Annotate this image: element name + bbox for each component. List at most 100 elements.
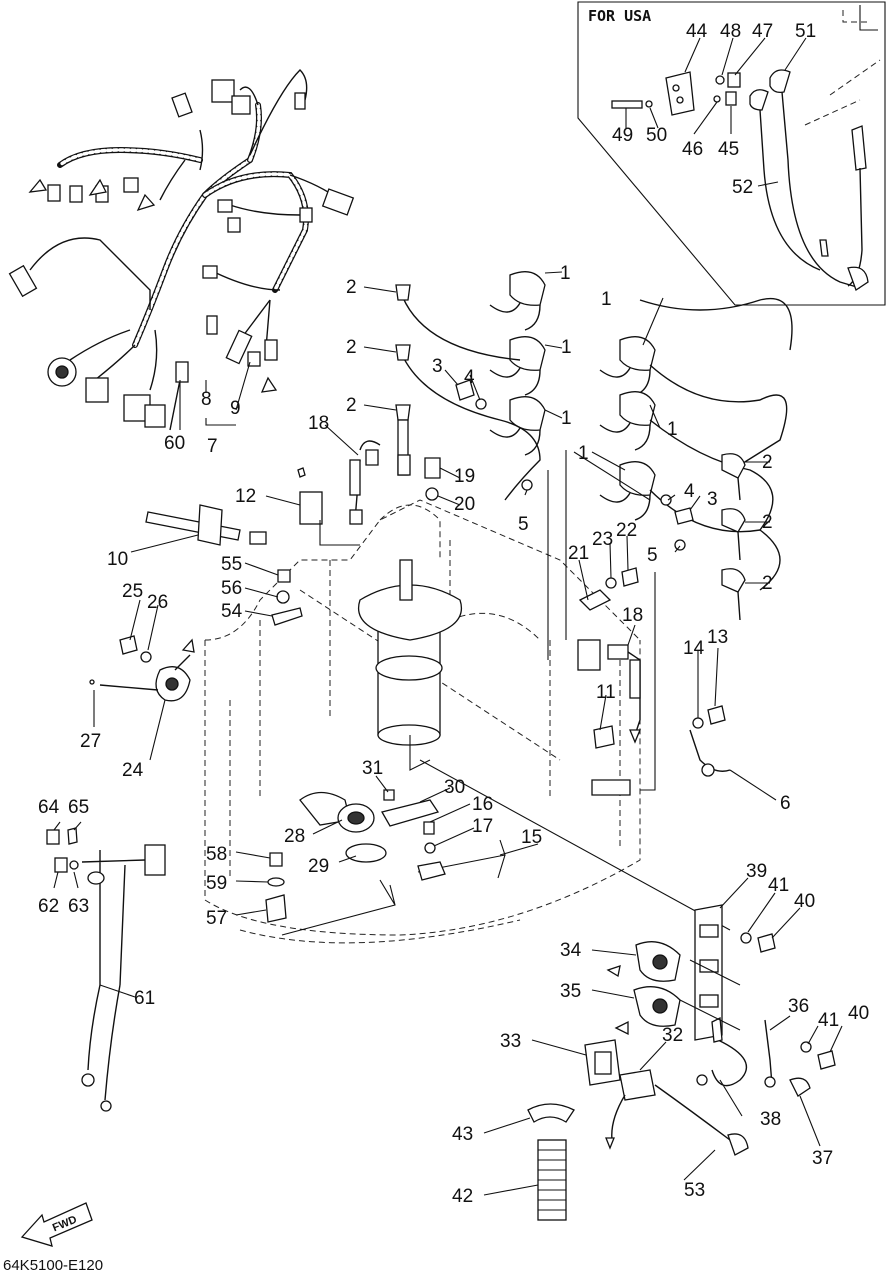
callout-2: 2 [346, 337, 357, 358]
misc-parts [46, 284, 731, 1112]
callout-38: 38 [760, 1109, 781, 1130]
callout-47: 47 [752, 21, 773, 42]
callout-64: 64 [38, 797, 60, 818]
callout-55: 55 [221, 554, 242, 575]
callout-34: 34 [560, 940, 582, 961]
callout-60: 60 [164, 433, 185, 454]
callout-42: 42 [452, 1186, 473, 1207]
callout-2: 2 [762, 452, 773, 473]
callout-4: 4 [464, 367, 475, 388]
relay-assembly [527, 904, 836, 1221]
wire-harness [8, 69, 355, 431]
callout-30: 30 [444, 777, 465, 798]
callout-1: 1 [561, 337, 572, 358]
callout-5: 5 [518, 514, 529, 535]
callout-18: 18 [622, 605, 643, 626]
bracket-44 [665, 71, 695, 116]
inset-border [577, 1, 886, 306]
callout-2: 2 [346, 277, 357, 298]
callout-2: 2 [346, 395, 357, 416]
callout-40: 40 [794, 891, 815, 912]
callout-14: 14 [683, 638, 705, 659]
ignition-coils [399, 271, 793, 621]
callout-58: 58 [206, 844, 227, 865]
callout-10: 10 [107, 549, 128, 570]
callout-46: 46 [682, 139, 703, 160]
callout-59: 59 [206, 873, 227, 894]
callout-41: 41 [818, 1010, 839, 1031]
inset-title: FOR USA [588, 7, 651, 25]
ignition-coil [489, 336, 546, 396]
callout-numbers: 1 1 1 1 1 1 2 2 2 2 2 2 3 3 4 4 5 5 6 7 … [38, 21, 869, 1207]
callout-45: 45 [718, 139, 739, 160]
callout-3: 3 [707, 489, 718, 510]
callout-6: 6 [780, 793, 791, 814]
callout-65: 65 [68, 797, 89, 818]
callout-37: 37 [812, 1148, 833, 1169]
usa-inset: FOR USA [577, 1, 886, 306]
callout-12: 12 [235, 486, 256, 507]
callout-16: 16 [472, 794, 493, 815]
callout-17: 17 [472, 816, 493, 837]
callout-57: 57 [206, 908, 227, 929]
ignition-coil [489, 271, 546, 331]
callout-32: 32 [662, 1025, 683, 1046]
callout-4: 4 [684, 481, 695, 502]
callout-48: 48 [720, 21, 741, 42]
callout-39: 39 [746, 861, 767, 882]
callout-2: 2 [762, 512, 773, 533]
callout-35: 35 [560, 981, 581, 1002]
callout-19: 19 [454, 466, 475, 487]
callout-25: 25 [122, 581, 143, 602]
callout-56: 56 [221, 578, 242, 599]
leader-lines [53, 37, 843, 1196]
drawing-code: 64K5100-E120 [3, 1257, 103, 1272]
callout-15: 15 [521, 827, 542, 848]
callout-23: 23 [592, 529, 613, 550]
fwd-arrow-icon: FWD [20, 1202, 93, 1247]
callout-54: 54 [221, 601, 243, 622]
callout-1: 1 [601, 289, 612, 310]
callout-1: 1 [561, 408, 572, 429]
callout-31: 31 [362, 758, 383, 779]
callout-41: 41 [768, 875, 789, 896]
callout-13: 13 [707, 627, 728, 648]
callout-7: 7 [207, 436, 218, 457]
callout-63: 63 [68, 896, 89, 917]
callout-1: 1 [667, 419, 678, 440]
callout-20: 20 [454, 494, 475, 515]
callout-50: 50 [646, 125, 667, 146]
callout-33: 33 [500, 1031, 521, 1052]
ignition-coil [599, 461, 656, 521]
engine-outline [204, 499, 641, 944]
callout-44: 44 [686, 21, 708, 42]
callout-8: 8 [201, 389, 212, 410]
callout-43: 43 [452, 1124, 473, 1145]
callout-49: 49 [612, 125, 633, 146]
callout-21: 21 [568, 543, 589, 564]
callout-40: 40 [848, 1003, 869, 1024]
callout-1: 1 [560, 263, 571, 284]
ignition-coil [599, 391, 656, 451]
callout-22: 22 [616, 520, 637, 541]
callout-61: 61 [134, 988, 155, 1009]
callout-52: 52 [732, 177, 753, 198]
callout-1: 1 [578, 443, 589, 464]
callout-26: 26 [147, 592, 168, 613]
callout-9: 9 [230, 398, 241, 419]
callout-2: 2 [762, 573, 773, 594]
callout-36: 36 [788, 996, 809, 1017]
callout-53: 53 [684, 1180, 705, 1201]
callout-51: 51 [795, 21, 816, 42]
ignition-coil [599, 336, 656, 396]
callout-27: 27 [80, 731, 101, 752]
callout-5: 5 [647, 545, 658, 566]
callout-28: 28 [284, 826, 305, 847]
callout-29: 29 [308, 856, 329, 877]
callout-18: 18 [308, 413, 329, 434]
callout-3: 3 [432, 356, 443, 377]
callout-62: 62 [38, 896, 59, 917]
callout-24: 24 [122, 760, 144, 781]
callout-11: 11 [596, 682, 616, 703]
